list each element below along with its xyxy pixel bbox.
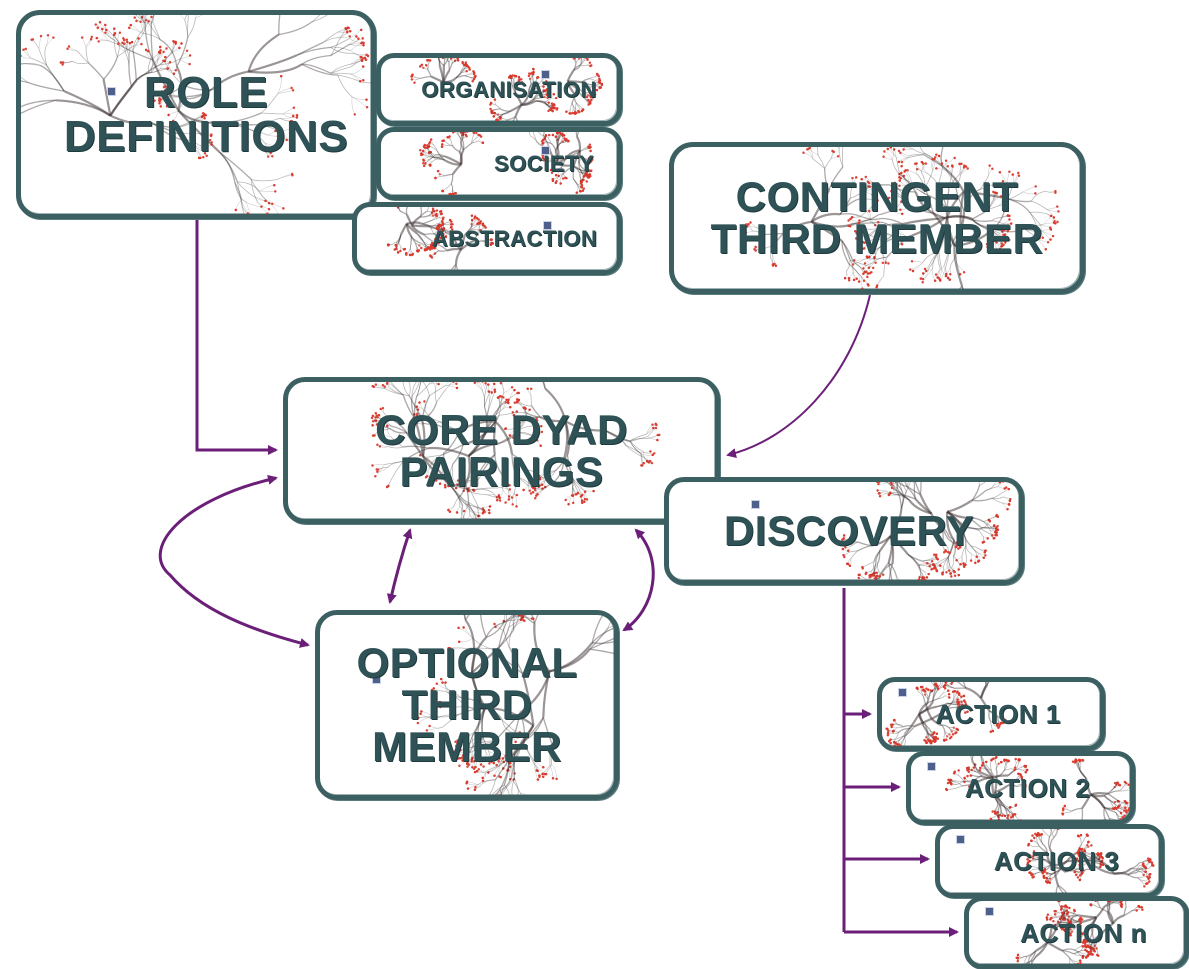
node-marker xyxy=(927,762,936,771)
role-line-1: ROLE xyxy=(143,67,269,117)
action-1-box: ACTION 1 xyxy=(877,677,1105,751)
network-texture xyxy=(386,207,494,270)
organisation-label: ORGANISATION xyxy=(421,76,597,102)
arrow-core-optional-left xyxy=(158,474,310,648)
node-marker xyxy=(956,835,965,844)
node-marker xyxy=(372,675,381,684)
contingent-line-2: THIRD MEMBER xyxy=(710,215,1044,262)
arrow-core-optional-middle xyxy=(386,528,413,604)
network-texture xyxy=(410,58,604,121)
discovery-label: DISCOVERY xyxy=(723,507,975,554)
contingent-line-1: CONTINGENT xyxy=(735,173,1019,220)
society-label: SOCIETY xyxy=(493,150,595,176)
core-line-1: CORE DYAD xyxy=(375,405,628,453)
optional-line-1: OPTIONAL xyxy=(356,639,578,686)
network-texture xyxy=(1015,901,1144,964)
node-marker xyxy=(898,688,907,697)
network-texture xyxy=(419,132,594,195)
network-texture xyxy=(841,482,1012,580)
action-n-label: ACTION n xyxy=(1020,917,1147,948)
network-texture xyxy=(741,147,1060,289)
network-texture xyxy=(1025,829,1155,893)
node-marker xyxy=(541,70,550,79)
action-1-label: ACTION 1 xyxy=(935,699,1061,729)
network-texture xyxy=(885,682,1007,746)
organisation-box: ORGANISATION xyxy=(376,53,622,126)
node-marker xyxy=(107,87,116,96)
action-2-label: ACTION 2 xyxy=(964,773,1091,803)
abstraction-label: ABSTRACTION xyxy=(431,225,598,251)
role-line-2: DEFINITIONS xyxy=(63,111,349,161)
node-marker xyxy=(985,907,994,916)
network-texture xyxy=(945,756,1130,820)
node-marker xyxy=(751,500,760,509)
network-texture xyxy=(370,382,661,519)
discovery-box: DISCOVERY xyxy=(664,477,1024,585)
abstraction-box: ABSTRACTION xyxy=(352,202,622,275)
optional-line-3: MEMBER xyxy=(372,723,562,770)
node-marker xyxy=(541,146,550,155)
society-box: SOCIETY xyxy=(376,127,622,200)
arrow-core-optional-right xyxy=(622,528,655,632)
action-3-label: ACTION 3 xyxy=(993,846,1120,876)
action-3-box: ACTION 3 xyxy=(935,824,1164,898)
core-line-2: PAIRINGS xyxy=(399,447,604,495)
optional-line-2: THIRD xyxy=(401,681,533,728)
node-marker xyxy=(543,221,552,230)
action-n-box: ACTION n xyxy=(964,896,1189,969)
arrow-role-to-core xyxy=(195,219,278,455)
network-texture xyxy=(416,615,614,795)
arrow-contingent-to-core xyxy=(726,294,871,458)
network-texture xyxy=(21,15,371,214)
action-2-box: ACTION 2 xyxy=(906,751,1135,825)
